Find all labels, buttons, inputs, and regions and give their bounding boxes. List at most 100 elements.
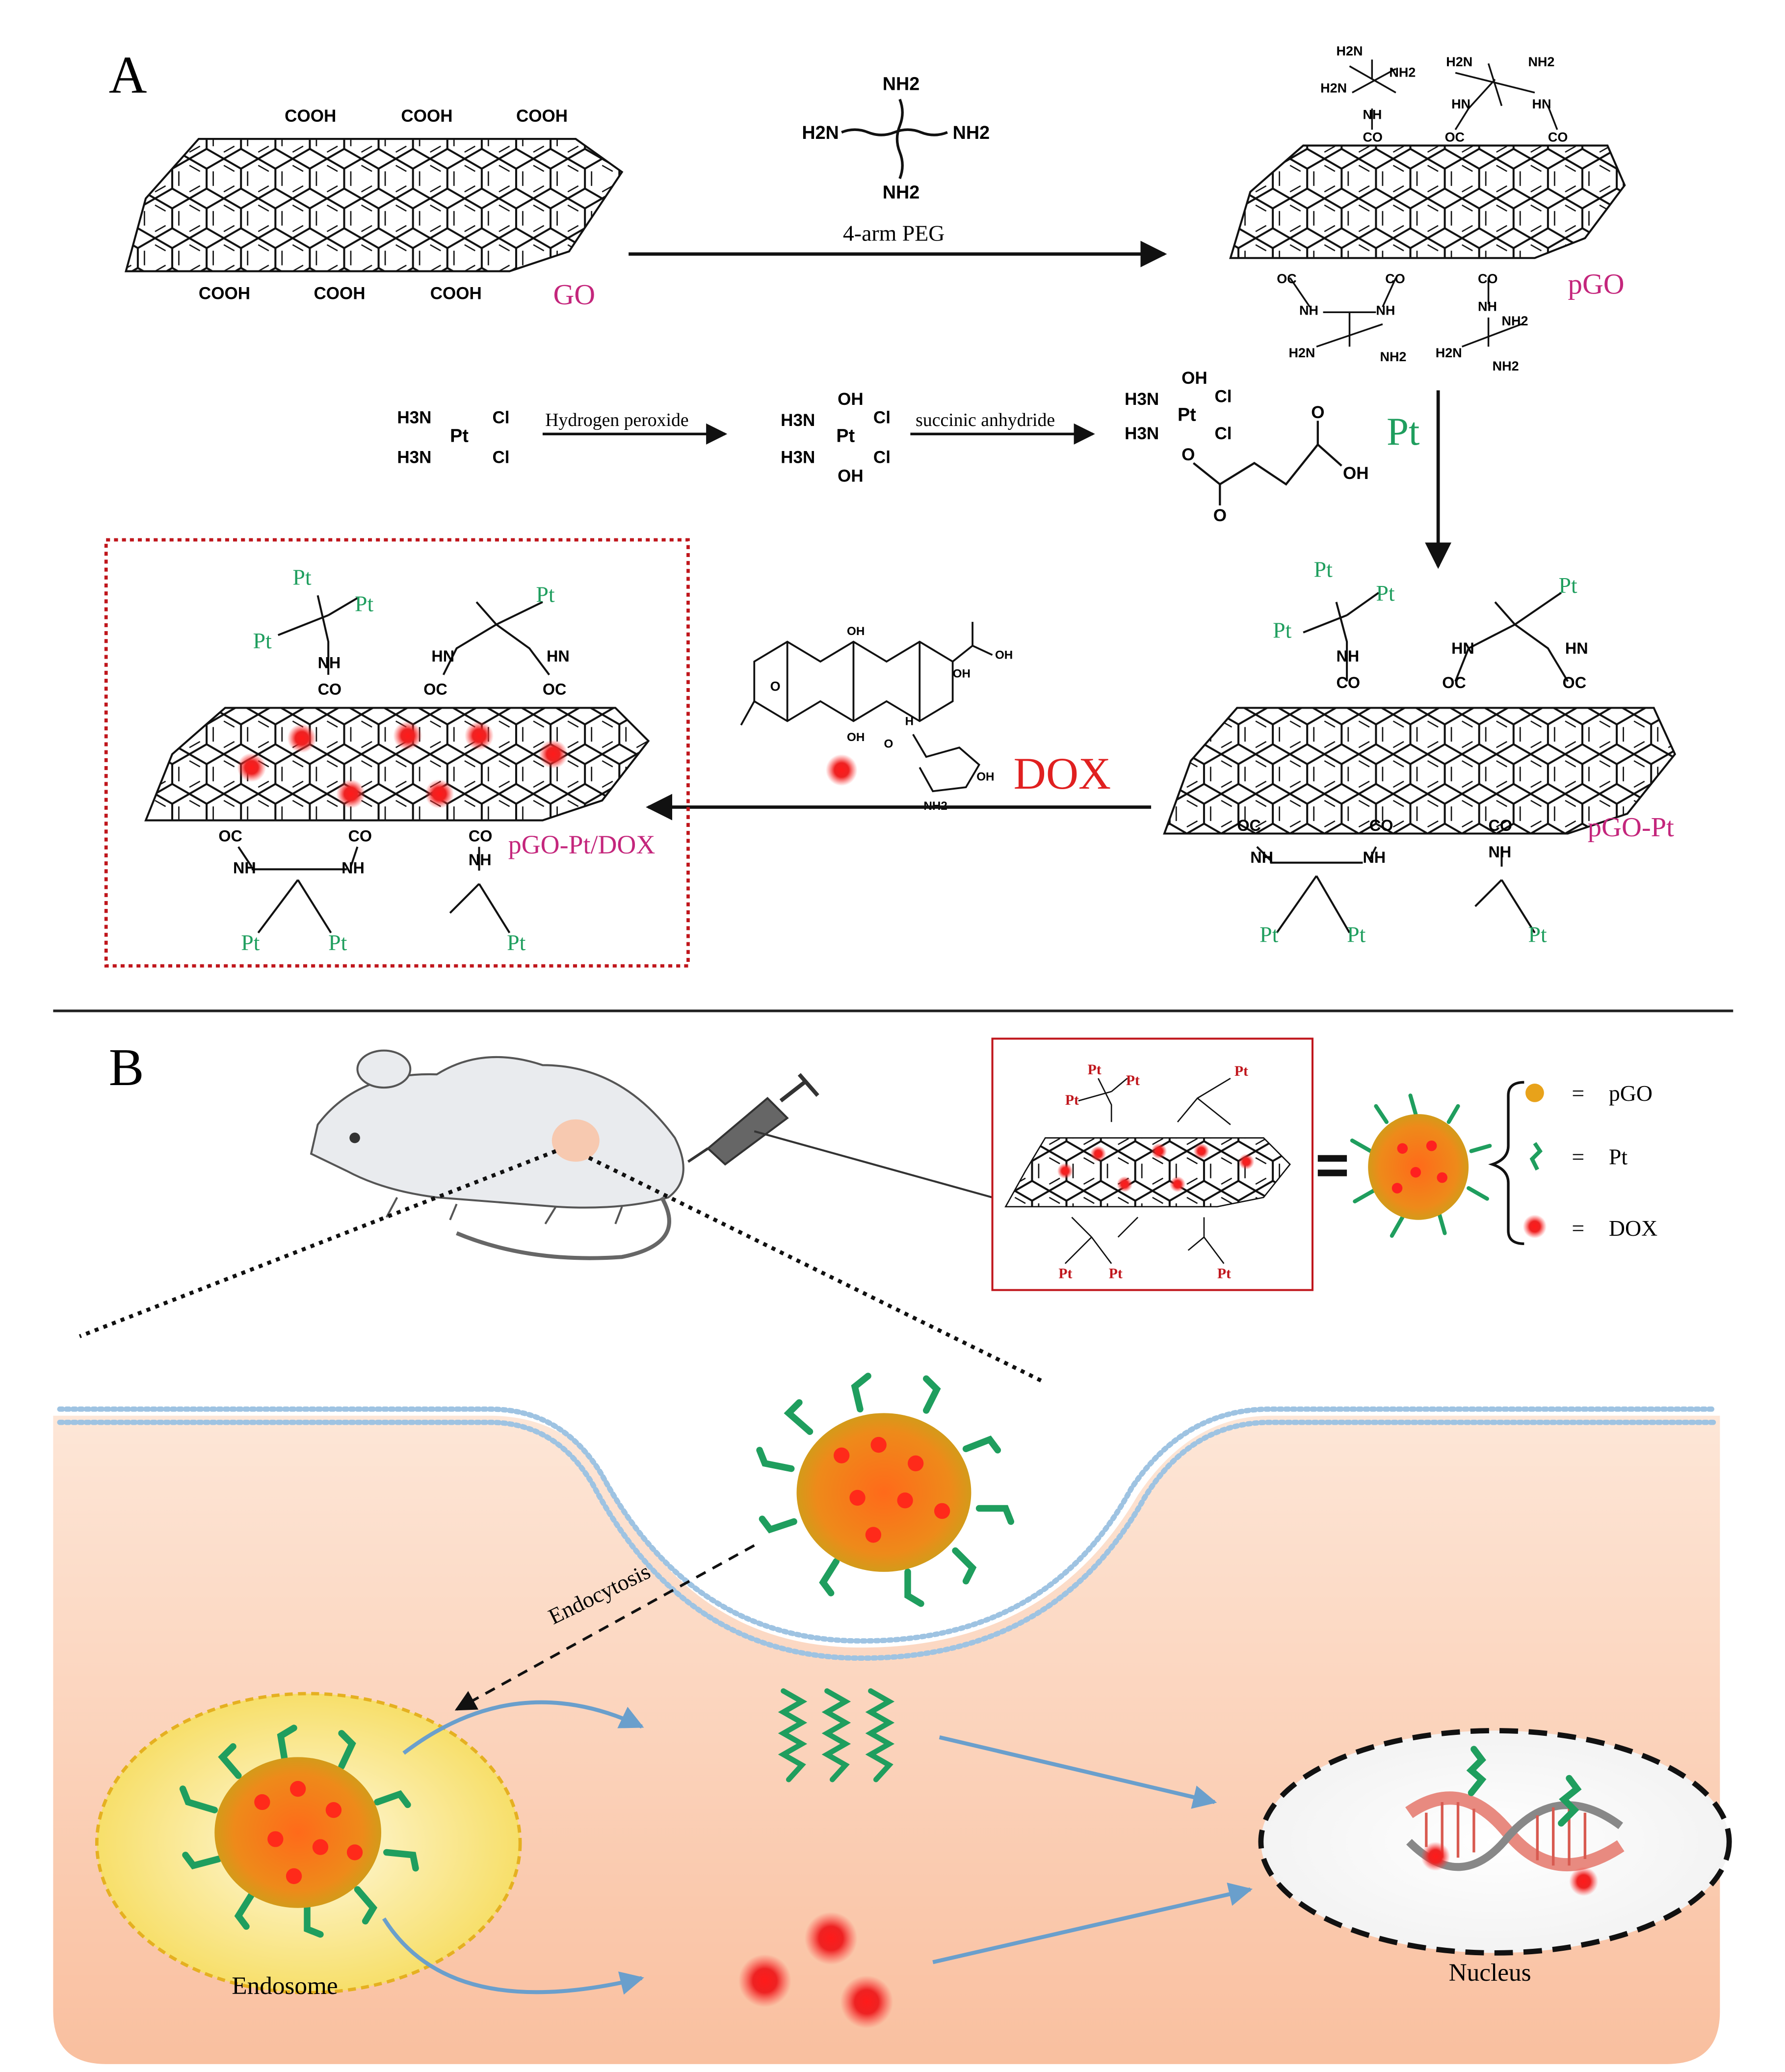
- pgo-co-top-1: CO: [1363, 130, 1382, 144]
- loaded-dox-dots: [237, 721, 568, 809]
- pgo-pt-pt-4: Pt: [1558, 573, 1577, 598]
- pt-chain: [821, 1688, 851, 1782]
- pgo-pt-dox-pt-2: Pt: [355, 591, 373, 616]
- pgo-bottom-peg-arms: [1289, 277, 1522, 348]
- nucleus-dox-dot: [1421, 1841, 1450, 1871]
- core-dox: [934, 1503, 950, 1519]
- oxoplatin-h3n-1: H3N: [781, 411, 815, 430]
- go-sheet: COOH COOH COOH COOH COOH COOH GO: [124, 106, 624, 311]
- legend-equals-2: =: [1572, 1144, 1584, 1169]
- pgo-pt-dox-pt-6: Pt: [328, 930, 347, 955]
- small-dox-dot: [1193, 1143, 1209, 1159]
- zoom-line-right: [588, 1156, 1047, 1384]
- pgo-nh2-bottom-3: NH2: [1502, 314, 1528, 328]
- mouse-tail: [456, 1196, 671, 1260]
- nucleus-pt-chain: [1558, 1775, 1582, 1827]
- pgo-co-bottom-3: CO: [1478, 271, 1497, 286]
- nucleus-label: Nucleus: [1449, 1959, 1531, 1987]
- core-dox: [267, 1831, 284, 1847]
- pt-chain: [778, 1688, 808, 1782]
- panel-b: B P: [53, 1037, 1732, 2064]
- core-dox: [908, 1455, 924, 1471]
- legend-dox-label: DOX: [1609, 1216, 1657, 1241]
- pgo-pt-dox-lattice: [144, 707, 650, 822]
- pgo-pt-dox-frame: [104, 538, 690, 968]
- nucleus-pt-chain: [1466, 1746, 1487, 1796]
- pgo-pt-sheet: Pt Pt Pt Pt NH CO HN OC HN OC OC NH CO N…: [1163, 557, 1677, 947]
- pgo-h2n-bottom-1: H2N: [1288, 345, 1315, 360]
- oxoplatin-cl-1: Cl: [873, 408, 891, 427]
- dox-symbol-dot: [825, 754, 858, 786]
- pgo-pt-pt-1: Pt: [1314, 557, 1333, 582]
- prodrug-oh: OH: [1181, 369, 1208, 388]
- core-dox: [346, 1844, 363, 1860]
- core-dox: [870, 1436, 887, 1453]
- oxoplatin-oh-top: OH: [838, 390, 864, 409]
- dox-oh-4: OH: [995, 649, 1013, 662]
- pgo-pt-oc-top-2: OC: [1442, 674, 1466, 691]
- pgo-pt-dox-co-bottom-2: CO: [348, 827, 372, 845]
- cisplatin-pt: Pt: [450, 425, 469, 446]
- pgo-nh2-bottom-1: NH2: [1380, 349, 1406, 364]
- legend-pgo-swatch: [1525, 1084, 1544, 1102]
- pgo-pt-dox-oc-bottom-1: OC: [218, 827, 242, 845]
- go-cooh-bottom-2: COOH: [314, 284, 365, 303]
- oxoplatin-cl-2: Cl: [873, 448, 891, 467]
- pgo-nh-bottom-1: NH: [1299, 303, 1318, 318]
- dox-dot: [538, 740, 568, 769]
- dox-dot: [336, 779, 366, 809]
- cell-membrane: [57, 1406, 1716, 1661]
- core-dox: [325, 1802, 342, 1818]
- legend-dox-swatch: [1522, 1214, 1547, 1239]
- pgo-pt-arms: [1256, 592, 1569, 933]
- core-dox: [1437, 1172, 1447, 1183]
- pgo-pt-dox-box: Pt Pt Pt Pt NH CO HN OC HN OC OC NH CO N…: [104, 538, 690, 968]
- pgo-pt-dox-pt-7: Pt: [507, 930, 525, 955]
- legend-equals-3: =: [1572, 1216, 1584, 1241]
- endocytosis-arrow: [454, 1544, 755, 1711]
- oxoplatin: OH H3N Pt Cl H3N Cl OH: [781, 390, 891, 485]
- pt-prodrug: OH H3N Pt Cl H3N Cl O O O OH: [1125, 369, 1368, 525]
- prodrug-o-carbonyl-2: O: [1311, 403, 1324, 422]
- dox-dot: [424, 779, 454, 809]
- dox-o-methoxy: O: [770, 679, 781, 693]
- pgo-oc-bottom-1: OC: [1277, 271, 1296, 286]
- go-lattice: [124, 138, 624, 272]
- prodrug-h3n-2: H3N: [1125, 424, 1159, 443]
- small-dox-dot: [1151, 1143, 1167, 1159]
- dox-h: H: [905, 715, 914, 728]
- prodrug-cl-2: Cl: [1214, 424, 1232, 443]
- legend: = pGO = Pt = DOX: [1522, 1081, 1657, 1241]
- pgo-pt-co-bottom-3: CO: [1489, 817, 1513, 834]
- small-dox-dot: [1169, 1176, 1186, 1193]
- pgo-pt-dox-oc-top-2: OC: [423, 680, 447, 698]
- small-pt-2: Pt: [1126, 1073, 1140, 1089]
- pgo-h2n-top-1: H2N: [1337, 44, 1363, 58]
- go-cooh-bottom-1: COOH: [199, 284, 250, 303]
- pgo-h2n-top-3: H2N: [1446, 54, 1472, 69]
- small-dox-dot: [1057, 1163, 1074, 1179]
- mouse-legs: [385, 1196, 623, 1224]
- pt-prodrug-label: Pt: [1387, 410, 1419, 453]
- cisplatin-cl-1: Cl: [492, 408, 509, 427]
- small-pt-3: Pt: [1065, 1092, 1079, 1108]
- pgo-oc-top-2: OC: [1445, 130, 1465, 144]
- released-pt-chains: [778, 1688, 895, 1782]
- panel-a: A COOH COOH COOH COOH COOH COOH GO NH2 H…: [104, 44, 1677, 968]
- pgo-pt-pt-3: Pt: [1273, 617, 1291, 642]
- pgo-hn-top-2: HN: [1451, 97, 1470, 111]
- pgo-lattice: [1229, 144, 1626, 259]
- oxoplatin-pt: Pt: [836, 425, 855, 446]
- panel-a-letter: A: [109, 46, 147, 105]
- pgo-pt-dox-hn-top-2: HN: [431, 647, 454, 665]
- zoom-line-left: [79, 1149, 557, 1338]
- peg-reagent: NH2 H2N NH2 NH2 4-arm PEG: [629, 73, 1167, 267]
- pgo-pt-oc-bottom-1: OC: [1237, 817, 1261, 834]
- small-lattice: [1004, 1137, 1291, 1208]
- pgo-pt-co-top-1: CO: [1337, 674, 1361, 691]
- legend-brace: [1488, 1081, 1524, 1245]
- pgo-pt-nh-bottom-1: NH: [1250, 849, 1273, 866]
- pgo-pt-nh-bottom-3: NH: [1489, 843, 1512, 861]
- mouse-eye: [349, 1132, 360, 1143]
- nucleus-envelope: [1258, 1728, 1732, 1956]
